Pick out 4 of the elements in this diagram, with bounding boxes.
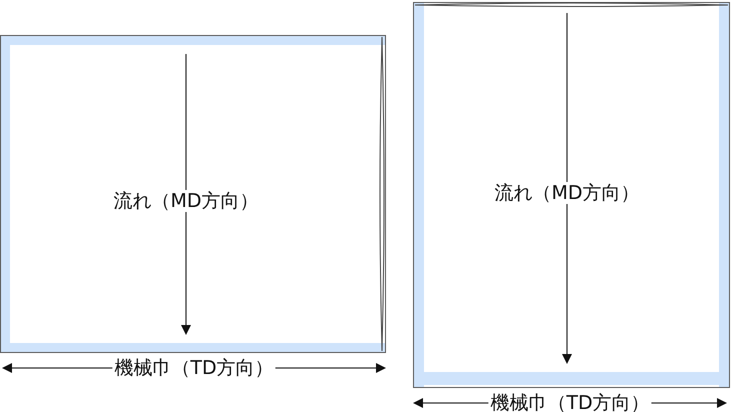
- film-bag: [413, 2, 730, 388]
- film-bag: [0, 35, 386, 353]
- width-label: 機械巾（TD方向）: [112, 357, 276, 379]
- width-label: 機械巾（TD方向）: [488, 392, 652, 412]
